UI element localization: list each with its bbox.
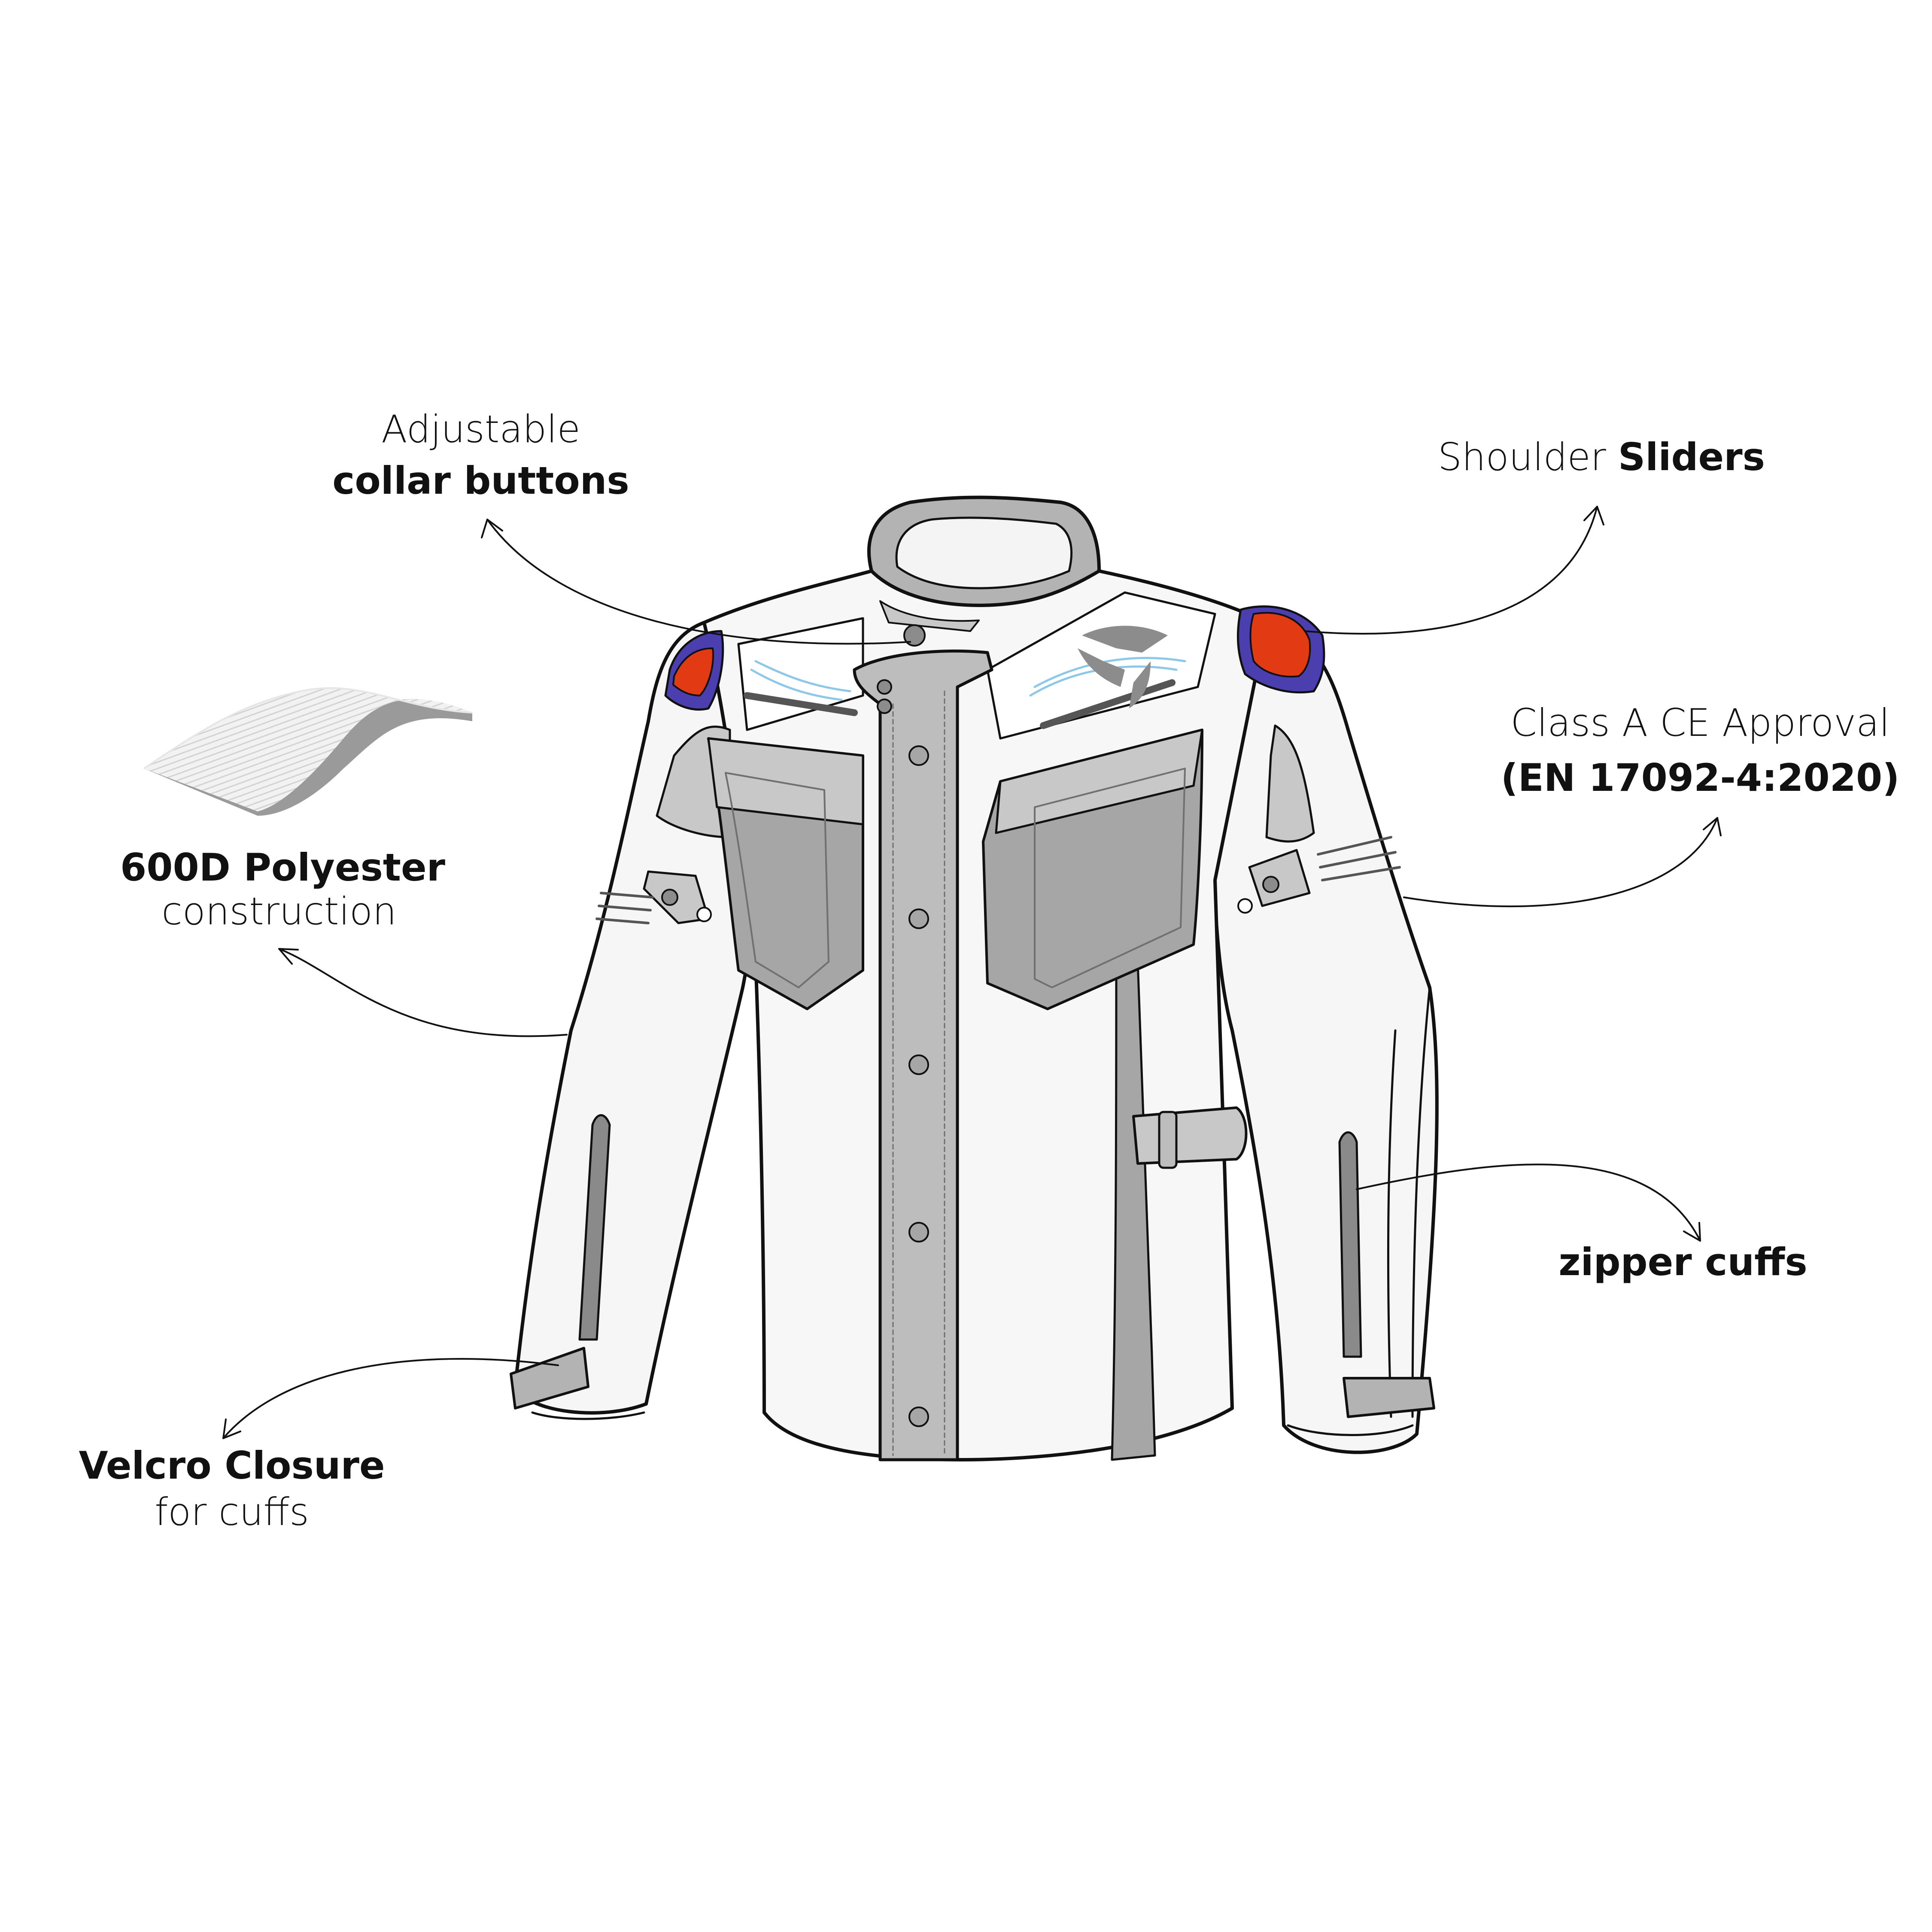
logo-icon — [1078, 626, 1168, 708]
collar-button — [903, 624, 926, 647]
callout-arrows — [222, 506, 1722, 1439]
callout-velcro-light: for cuffs — [155, 1490, 309, 1534]
callout-ce-approval: Class A CE Approval (EN 17092-4:2020) — [1494, 696, 1906, 805]
left-chest-pocket — [707, 737, 864, 1010]
callout-collar-bold: collar buttons — [332, 459, 629, 503]
callout-collar-buttons: Adjustable collar buttons — [326, 404, 635, 507]
fabric-swatch-icon — [143, 687, 473, 816]
button-icon — [908, 745, 929, 766]
callout-polyester: 600D Polyester construction — [120, 845, 446, 933]
callout-ce-light: Class A CE Approval — [1510, 701, 1890, 745]
callout-zipper-bold: zipper cuffs — [1558, 1240, 1807, 1284]
callout-collar-light: Adjustable — [381, 407, 580, 451]
right-velcro-tab — [1343, 1377, 1435, 1418]
arrow-icon — [486, 519, 911, 645]
left-cuff-zipper — [578, 1114, 611, 1341]
arrow-icon — [1403, 817, 1718, 908]
button-icon — [908, 1222, 929, 1242]
callout-zipper-cuffs: zipper cuffs — [1554, 1236, 1812, 1288]
right-chest-pocket — [982, 729, 1203, 1010]
placket-buttons — [908, 745, 929, 1427]
arrow-icon — [1304, 506, 1598, 635]
waist-strap — [1132, 1106, 1248, 1165]
arrow-icon — [278, 948, 568, 1037]
callout-shoulder-sliders: Shoulder Sliders — [1408, 431, 1795, 483]
callout-shoulder-light: Shoulder — [1437, 435, 1606, 479]
callout-shoulder-bold: Sliders — [1618, 435, 1765, 479]
right-sleeve — [1212, 621, 1439, 1454]
callout-polyester-bold: 600D Polyester — [120, 845, 446, 890]
left-velcro-tab — [510, 1347, 589, 1410]
arrow-icon — [1356, 1163, 1701, 1242]
button-icon — [908, 1406, 929, 1427]
callout-polyester-light: construction — [161, 889, 397, 933]
button-icon — [908, 1054, 929, 1075]
callout-ce-bold: (EN 17092-4:2020) — [1501, 756, 1900, 800]
callout-velcro-bold: Velcro Closure — [79, 1443, 385, 1488]
callout-velcro-closure: Velcro Closure for cuffs — [77, 1443, 386, 1535]
left-shoulder-slider — [664, 630, 724, 711]
jacket-illustration — [510, 495, 1439, 1461]
right-cuff-zipper — [1338, 1131, 1362, 1358]
right-shoulder-slider — [1236, 605, 1325, 694]
button-icon — [908, 908, 929, 929]
arrow-icon — [222, 1358, 559, 1439]
